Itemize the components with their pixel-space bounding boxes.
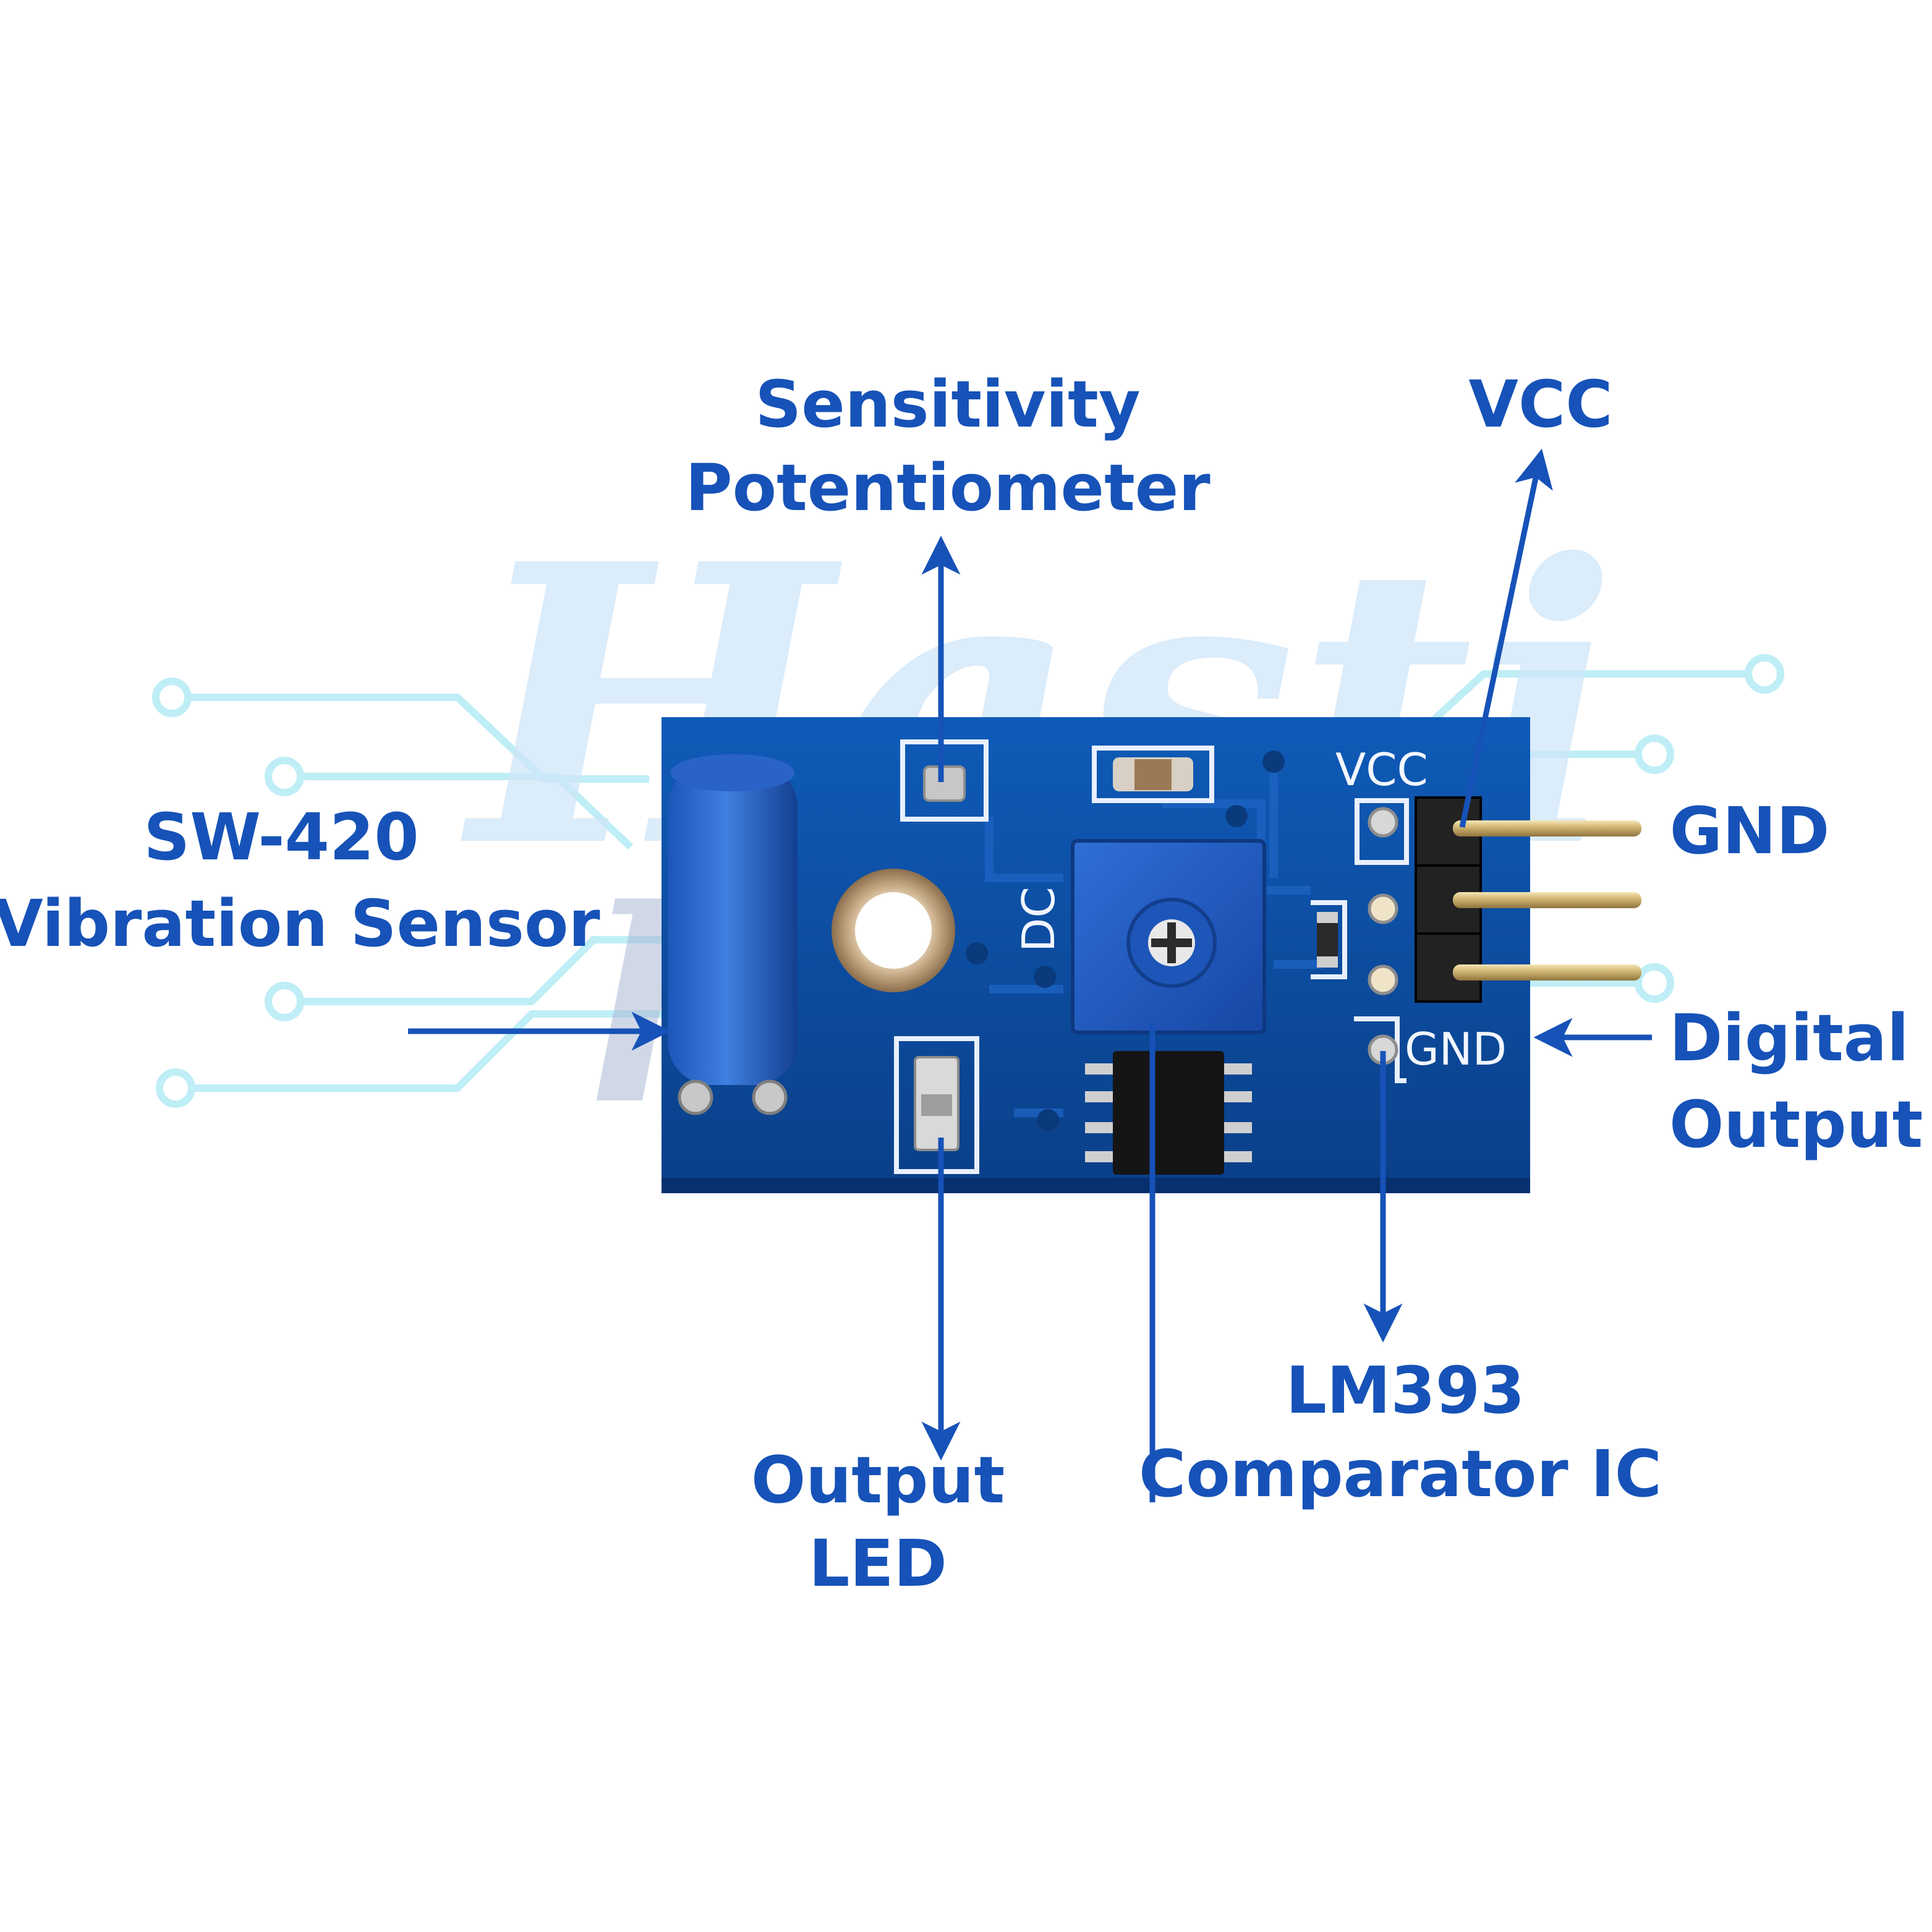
silk-vcc-text: VCC — [1335, 744, 1428, 796]
label-comparator-line2: Comparator IC — [1139, 1436, 1662, 1512]
header-pins — [1415, 796, 1641, 1003]
label-digital-output-line1: Digital — [1669, 1000, 1909, 1076]
potentiometer — [1071, 839, 1266, 1034]
label-vcc: VCC — [1468, 367, 1612, 442]
label-digital-output-line2: Output — [1669, 1087, 1923, 1162]
arrow-vcc — [1459, 448, 1553, 828]
silk-dc-text: DC — [1013, 887, 1065, 952]
callout-arrows — [408, 448, 1652, 1502]
silk-gnd-text: GND — [1405, 1023, 1507, 1075]
circuit-decoration — [152, 654, 1784, 1108]
mounting-hole — [832, 869, 955, 992]
label-gnd: GND — [1670, 793, 1830, 869]
smd-resistor — [923, 765, 966, 802]
output-led — [914, 1056, 960, 1151]
label-output-led-line1: Output — [751, 1442, 1005, 1518]
label-vibration-line1: SW-420 — [143, 799, 419, 875]
solder-pads — [1368, 807, 1398, 1065]
label-comparator-line1: LM393 — [1286, 1353, 1525, 1428]
lm393-ic-chip — [1085, 1051, 1252, 1175]
board-edge — [662, 1178, 1530, 1193]
sw420-sensor-body — [668, 754, 798, 1115]
label-vibration-line2: Vibration Sensor — [0, 886, 600, 961]
label-output-led-line2: LED — [809, 1526, 947, 1601]
smd-resistor-right — [1317, 912, 1338, 968]
smd-capacitor — [1113, 757, 1193, 791]
label-sensitivity-line1: Sensitivity — [755, 367, 1140, 442]
label-sensitivity-line2: Potentiometer — [685, 450, 1210, 526]
pcb-board: VCC GND DC — [662, 717, 1641, 1193]
